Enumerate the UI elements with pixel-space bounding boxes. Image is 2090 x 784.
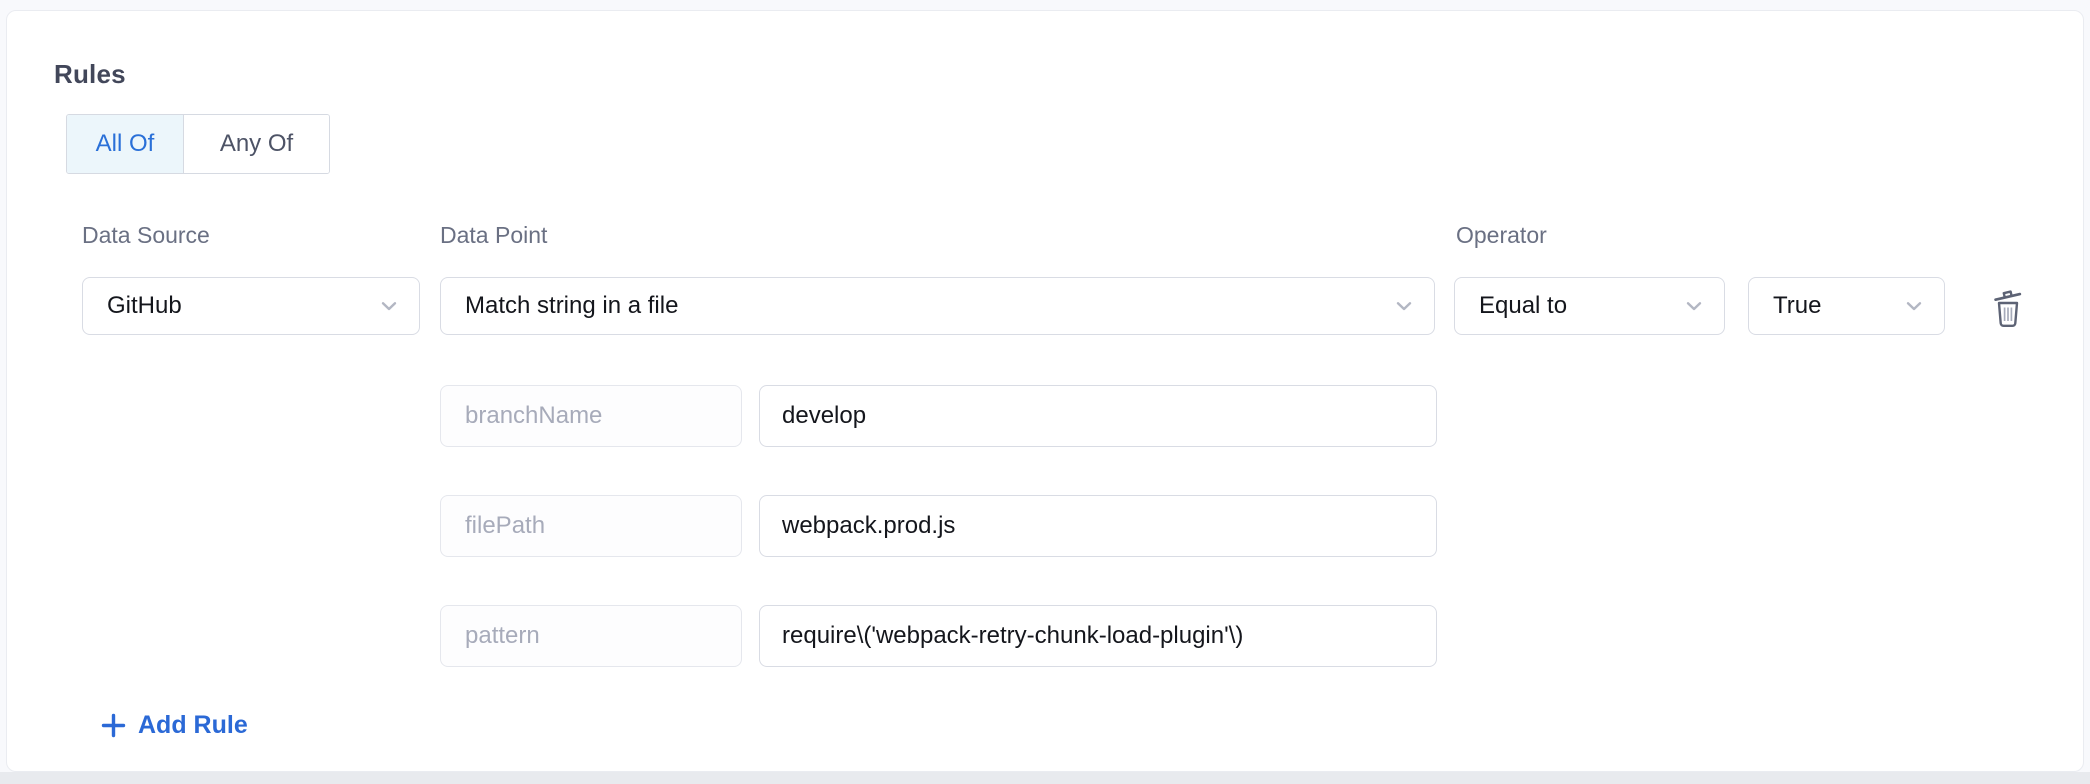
- operator-select[interactable]: Equal to: [1454, 277, 1725, 335]
- expected-value-select[interactable]: True: [1748, 277, 1945, 335]
- rules-heading: Rules: [54, 59, 126, 89]
- data-point-label: Data Point: [440, 222, 548, 248]
- chevron-down-icon: [377, 294, 401, 318]
- match-type-toggle: All Of Any Of: [66, 114, 330, 174]
- param-value-pattern-input[interactable]: [759, 605, 1437, 667]
- chevron-down-icon: [1392, 294, 1416, 318]
- delete-rule-button[interactable]: [1979, 277, 2037, 335]
- any-of-button[interactable]: Any Of: [183, 115, 329, 173]
- add-rule-button[interactable]: Add Rule: [100, 707, 248, 743]
- trash-icon: [1987, 283, 2029, 329]
- param-key-pattern: pattern: [440, 605, 742, 667]
- data-point-select[interactable]: Match string in a file: [440, 277, 1435, 335]
- rules-card: Rules All Of Any Of Data Source Data Poi…: [6, 10, 2084, 772]
- data-point-selected-value: Match string in a file: [465, 292, 679, 319]
- operator-label: Operator: [1456, 222, 1547, 248]
- data-source-label: Data Source: [82, 222, 210, 248]
- data-source-selected-value: GitHub: [107, 292, 182, 319]
- add-rule-label: Add Rule: [138, 710, 248, 739]
- param-key-branch-name: branchName: [440, 385, 742, 447]
- param-value-branch-name-input[interactable]: [759, 385, 1437, 447]
- param-value-file-path-input[interactable]: [759, 495, 1437, 557]
- chevron-down-icon: [1902, 294, 1926, 318]
- chevron-down-icon: [1682, 294, 1706, 318]
- data-source-select[interactable]: GitHub: [82, 277, 420, 335]
- page-bottom-strip: [0, 772, 2090, 784]
- expected-value-selected: True: [1773, 292, 1822, 319]
- all-of-button[interactable]: All Of: [67, 115, 183, 173]
- param-key-file-path: filePath: [440, 495, 742, 557]
- plus-icon: [100, 712, 127, 739]
- operator-selected-value: Equal to: [1479, 292, 1568, 319]
